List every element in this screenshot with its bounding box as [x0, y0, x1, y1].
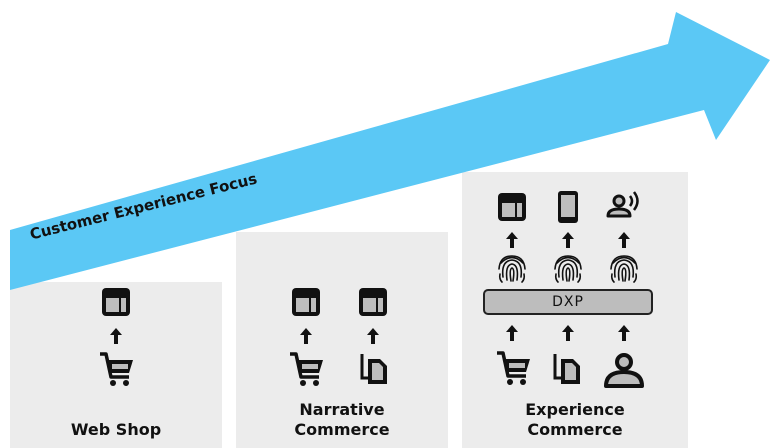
customer-experience-arrow	[10, 12, 770, 290]
documents-icon	[360, 352, 389, 386]
up-arrow-icon	[506, 325, 518, 341]
label-line-1: Experience	[525, 400, 625, 419]
up-arrow-icon	[562, 325, 574, 341]
browser-window-icon	[359, 288, 387, 316]
up-arrow-icon	[562, 232, 574, 248]
shopping-cart-icon	[98, 352, 135, 388]
shopping-cart-icon	[288, 352, 325, 388]
up-arrow-icon	[110, 328, 122, 344]
fingerprint-icon	[498, 255, 526, 283]
label-line-2: Commerce	[527, 420, 623, 439]
label-line-1: Web Shop	[70, 420, 162, 439]
up-arrow-icon	[367, 328, 379, 344]
user-icon	[604, 353, 644, 388]
browser-window-icon	[102, 288, 130, 316]
voice-assistant-icon	[606, 190, 639, 218]
up-arrow-icon	[506, 232, 518, 248]
shopping-cart-icon	[495, 351, 532, 387]
browser-window-icon	[292, 288, 320, 316]
column-label-web-shop: Web Shop	[10, 420, 222, 440]
dxp-bar: DXP	[483, 289, 653, 315]
label-line-2: Commerce	[294, 420, 390, 439]
up-arrow-icon	[300, 328, 312, 344]
column-label-narrative-commerce: Narrative Commerce	[236, 400, 448, 440]
fingerprint-icon	[554, 255, 582, 283]
mobile-phone-icon	[558, 191, 578, 223]
browser-window-icon	[498, 193, 526, 221]
documents-icon	[553, 352, 582, 386]
column-label-experience-commerce: Experience Commerce	[462, 400, 688, 440]
up-arrow-icon	[618, 232, 630, 248]
dxp-label: DXP	[552, 294, 584, 310]
fingerprint-icon	[610, 255, 638, 283]
label-line-1: Narrative	[299, 400, 385, 419]
column-narrative-commerce: Narrative Commerce	[236, 232, 448, 448]
up-arrow-icon	[618, 325, 630, 341]
